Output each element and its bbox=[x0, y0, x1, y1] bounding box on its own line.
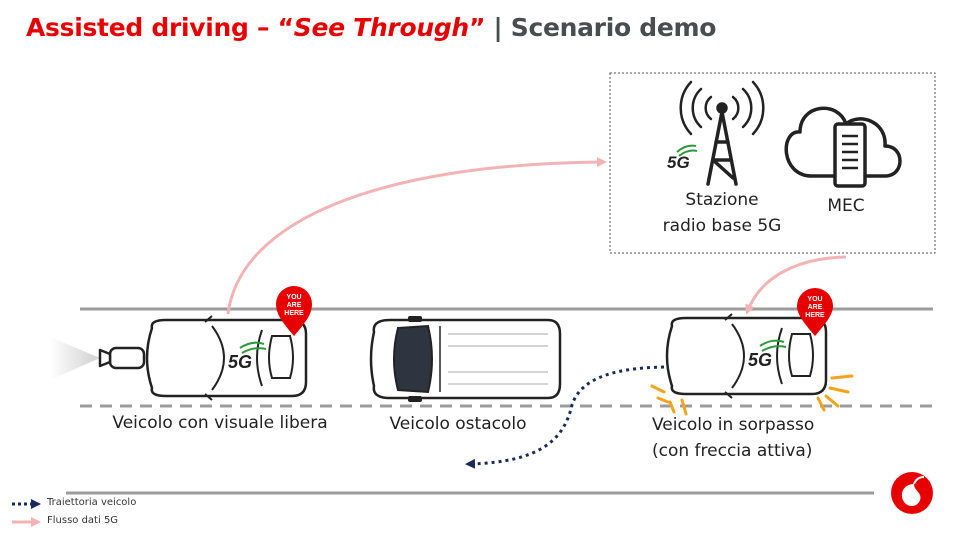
station-label: Stazione radio base 5G bbox=[652, 187, 792, 239]
car-right-5g-badge: 5G bbox=[748, 339, 787, 370]
camera-view-cone bbox=[50, 337, 100, 380]
tower-5g-badge: 5G bbox=[667, 144, 698, 172]
vehicle-trajectory-arrow bbox=[465, 365, 665, 469]
pin-right-text-3: HERE bbox=[805, 312, 825, 319]
flow-arrow-uplink bbox=[226, 157, 607, 315]
turn-indicator-front bbox=[816, 374, 854, 412]
car-left-5g-text: 5G bbox=[228, 352, 252, 372]
legend-trajectory-label: Traiettoria veicolo bbox=[47, 497, 137, 508]
vehicle-right-label-line1: Veicolo in sorpasso bbox=[652, 415, 815, 435]
station-label-line2: radio base 5G bbox=[662, 216, 782, 236]
tower-5g-text: 5G bbox=[667, 153, 690, 172]
radio-tower-icon bbox=[679, 80, 765, 186]
vehicle-right-label: Veicolo in sorpasso (con freccia attiva) bbox=[652, 412, 815, 464]
you-are-here-pin-left: YOU ARE HERE bbox=[276, 286, 312, 336]
mec-cloud-icon bbox=[784, 106, 902, 188]
network-box bbox=[609, 72, 936, 254]
title-separator: | bbox=[493, 13, 503, 42]
pin-right-text-2: ARE bbox=[808, 304, 823, 311]
pin-left-text-3: HERE bbox=[284, 310, 304, 317]
title-main: Assisted driving – “See Through” bbox=[26, 13, 486, 42]
flow-arrow-downlink bbox=[745, 255, 847, 315]
vehicle-middle-label: Veicolo ostacolo bbox=[389, 414, 527, 434]
legend-flow-label: Flusso dati 5G bbox=[47, 515, 119, 526]
mec-label: MEC bbox=[827, 196, 865, 216]
title-subtitle: Scenario demo bbox=[510, 13, 717, 42]
car-left-5g-badge: 5G bbox=[228, 341, 267, 372]
car-left bbox=[145, 315, 308, 401]
turn-indicator-rear bbox=[650, 384, 688, 416]
pin-right-text-1: YOU bbox=[807, 296, 822, 303]
vodafone-logo bbox=[891, 472, 933, 514]
page-title: Assisted driving – “See Through” | Scena… bbox=[26, 13, 716, 42]
station-label-line1: Stazione bbox=[685, 190, 759, 210]
vehicle-left-label: Veicolo con visuale libera bbox=[112, 413, 328, 433]
car-right bbox=[665, 313, 828, 399]
you-are-here-pin-right: YOU ARE HERE bbox=[797, 288, 833, 336]
vehicle-right-label-line2: (con freccia attiva) bbox=[652, 441, 813, 461]
van-obstacle bbox=[369, 316, 562, 402]
camera-icon bbox=[98, 346, 146, 370]
car-right-5g-text: 5G bbox=[748, 350, 772, 370]
pin-left-text-1: YOU bbox=[286, 294, 301, 301]
pin-left-text-2: ARE bbox=[287, 302, 302, 309]
